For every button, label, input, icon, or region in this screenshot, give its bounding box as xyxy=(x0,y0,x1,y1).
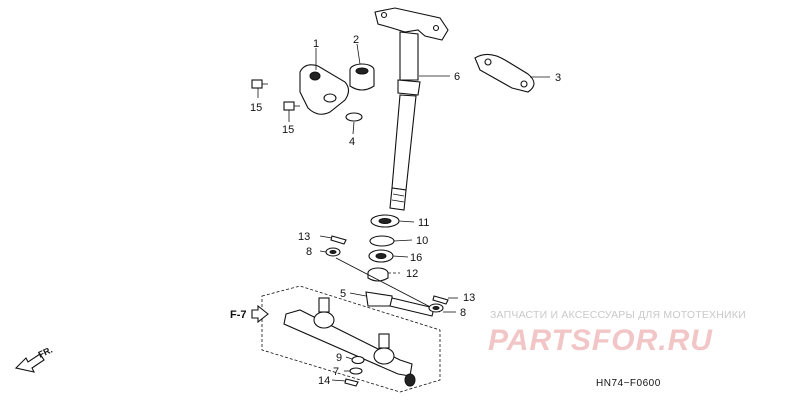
front-direction-label: FR. xyxy=(37,345,54,360)
callout-7: 7 xyxy=(333,366,339,378)
cotter-pin-left xyxy=(330,235,347,245)
callout-1: 1 xyxy=(313,38,319,50)
callout-5: 5 xyxy=(340,288,346,300)
shaft-holder-bracket xyxy=(299,64,350,115)
callout-13-right: 13 xyxy=(463,292,475,304)
callout-15-lower: 15 xyxy=(282,124,294,136)
f7-reference-arrow xyxy=(251,304,269,324)
cotter-pin-bottom xyxy=(344,378,359,387)
castle-nut-right xyxy=(428,303,444,313)
callout-2: 2 xyxy=(353,34,359,46)
callout-8-right: 8 xyxy=(460,307,466,319)
front-direction-arrow xyxy=(14,353,45,373)
callout-12: 12 xyxy=(406,268,418,280)
callout-10: 10 xyxy=(416,235,428,247)
callout-4: 4 xyxy=(349,136,355,148)
diagram-code: HN74−F0600 xyxy=(596,378,661,389)
bearing xyxy=(368,249,394,263)
tie-rod-assembly xyxy=(261,285,441,393)
callout-16: 16 xyxy=(410,252,422,264)
o-ring xyxy=(345,112,363,122)
castle-nut-left xyxy=(325,247,341,257)
flange-bolt-upper xyxy=(251,79,268,89)
callout-6: 6 xyxy=(454,71,460,83)
callout-3: 3 xyxy=(555,72,561,84)
callout-14: 14 xyxy=(318,375,330,387)
callout-11: 11 xyxy=(418,217,429,229)
shaft-bushing xyxy=(349,63,375,91)
watermark-brand: PARTSFOR.RU xyxy=(488,324,713,357)
callout-13-left: 13 xyxy=(298,231,310,243)
watermark-tagline: ЗАПЧАСТИ И АКСЕССУАРЫ ДЛЯ МОТОТЕХНИКИ xyxy=(490,309,746,321)
callout-15-upper: 15 xyxy=(250,102,262,114)
shaft-holder xyxy=(474,53,535,93)
callout-8-left: 8 xyxy=(306,246,312,258)
callout-9: 9 xyxy=(336,352,342,364)
steering-shaft xyxy=(374,7,449,211)
cotter-pin-right xyxy=(432,295,449,305)
pitman-arm xyxy=(335,257,441,317)
castle-nut-bottom xyxy=(351,355,365,365)
leader-lines xyxy=(257,43,550,382)
nut xyxy=(367,267,389,282)
flange-bolt-lower xyxy=(283,101,300,111)
f7-reference-label: F-7 xyxy=(230,309,247,321)
washer xyxy=(369,235,395,247)
washer-bottom xyxy=(349,367,363,375)
dust-seal xyxy=(370,214,400,228)
